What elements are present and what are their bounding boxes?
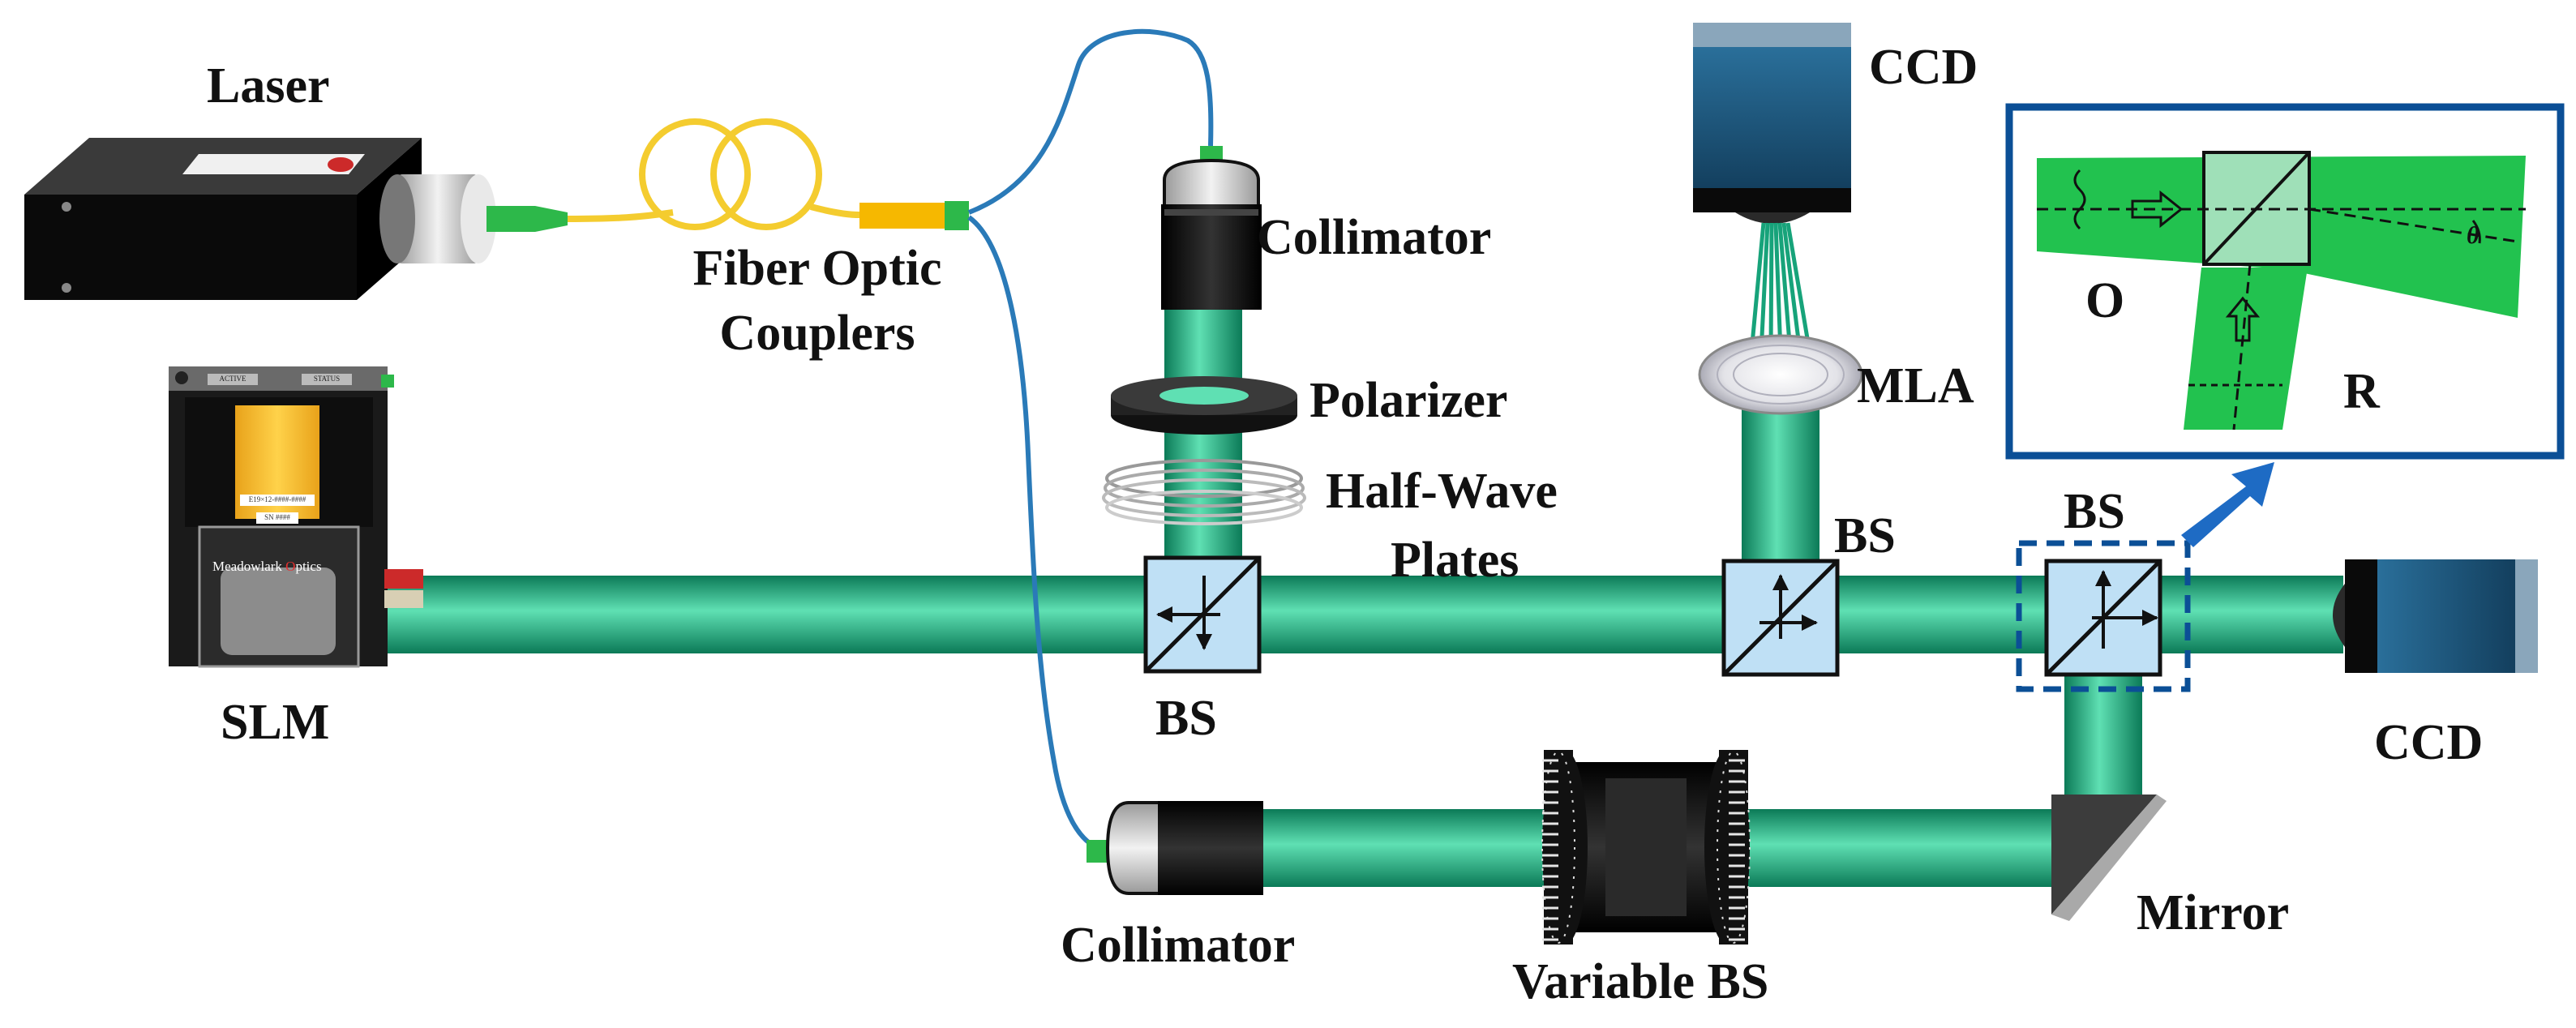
label-halfwave-line1: Half-Wave: [1326, 464, 1558, 519]
variable-bs-scale-ticks: [1542, 759, 1745, 941]
label-collimator-top: Collimator: [1257, 210, 1492, 265]
fiber-to-top-collimator: [967, 28, 1214, 215]
label-collimator-bottom: Collimator: [1061, 918, 1296, 973]
slm-brand-o: O: [285, 559, 296, 574]
inset-pointer-arrow: [2181, 462, 2274, 547]
ccd-right: [2333, 559, 2538, 673]
ccd-top: [1693, 23, 1851, 224]
collimator-top: [1161, 146, 1262, 310]
slm-serial-text: SN ####: [264, 513, 290, 521]
label-halfwave-line2: Plates: [1391, 533, 1519, 588]
mirror: [2051, 795, 2167, 921]
beam-splitter-middle: [1721, 559, 1840, 677]
label-ccd-right: CCD: [2374, 715, 2484, 770]
slm-brand-suffix: ptics: [295, 559, 322, 574]
mla-beamlets: [1749, 222, 1812, 353]
slm-button-right-text: STATUS: [313, 375, 341, 383]
label-bs-right: BS: [2064, 484, 2125, 539]
label-ccd-top: CCD: [1869, 40, 1978, 95]
label-polarizer: Polarizer: [1309, 373, 1508, 428]
label-slm: SLM: [221, 695, 330, 750]
half-wave-plates: [1102, 459, 1306, 525]
label-inset-o: O: [2085, 273, 2125, 328]
collimator-bottom: [1087, 801, 1263, 895]
label-bs-mid: BS: [1834, 508, 1896, 563]
label-mirror: Mirror: [2137, 885, 2290, 940]
beam-mla-vertical: [1742, 401, 1819, 576]
mla-lens: [1698, 334, 1863, 415]
polarizer: [1111, 376, 1297, 435]
slm-model-text: E19×12-####-####: [248, 495, 306, 503]
fiber-to-bottom-collimator: [967, 215, 1104, 852]
laser-device: [24, 138, 568, 300]
fiber-loops: [567, 118, 969, 230]
label-inset-theta: θ: [2467, 222, 2480, 249]
label-fiber-line2: Couplers: [719, 306, 915, 361]
interference-inset: [2005, 103, 2565, 460]
label-inset-r: R: [2343, 364, 2380, 419]
slm-device: [169, 366, 423, 668]
label-laser: Laser: [207, 58, 330, 114]
slm-brand-text: Meadowlark Optics: [212, 559, 322, 575]
label-mla: MLA: [1857, 358, 1974, 413]
beam-splitter-right: [2016, 540, 2191, 692]
variable-beam-splitter: [1541, 750, 1751, 944]
label-bs-left: BS: [1155, 691, 1217, 746]
label-variable-bs: Variable BS: [1512, 954, 1769, 1009]
label-fiber-line1: Fiber Optic: [692, 241, 942, 296]
slm-brand-prefix: Meadowlark: [212, 559, 286, 574]
beam-top-vertical: [1164, 308, 1242, 580]
slm-button-left-text: ACTIVE: [219, 375, 246, 383]
beam-splitter-left: [1143, 555, 1262, 674]
fiber-coupler: [859, 203, 945, 229]
